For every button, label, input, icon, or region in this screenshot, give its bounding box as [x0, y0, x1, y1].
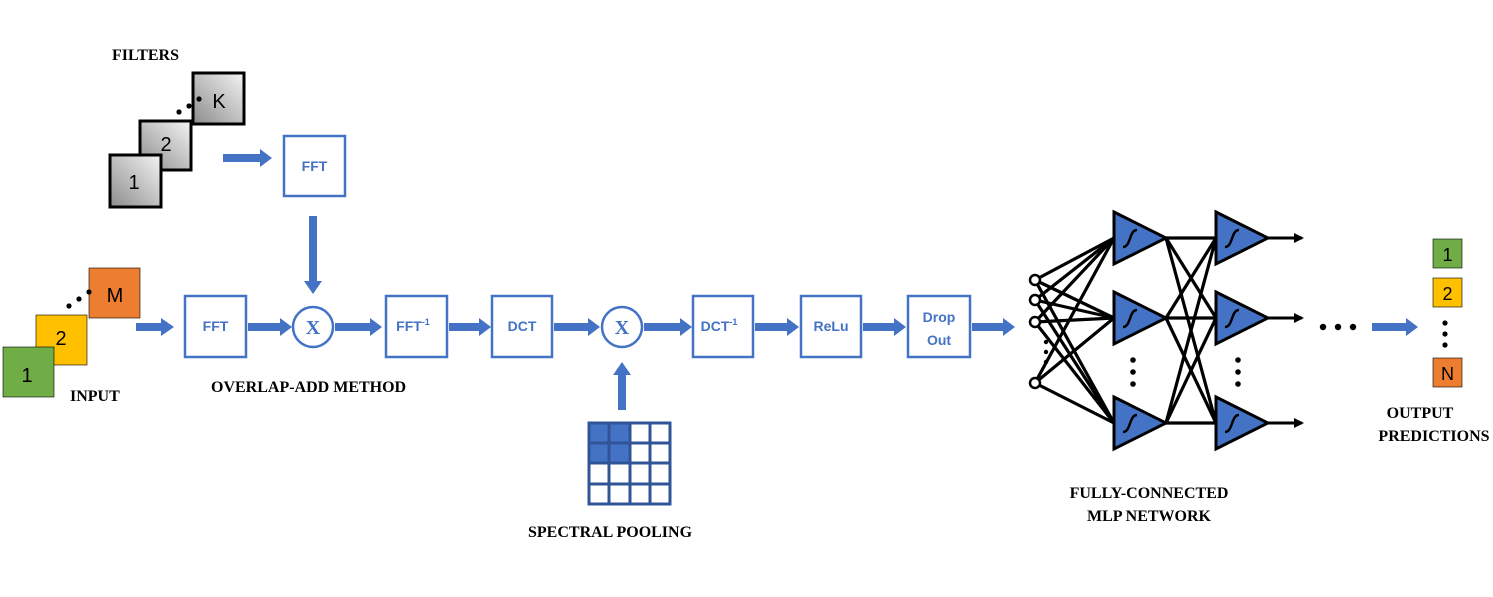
multiply-node-2-label: X — [615, 317, 630, 339]
dct-block — [490, 294, 554, 359]
input-2-label: 2 — [55, 328, 66, 350]
mlp-input-node — [1028, 315, 1042, 329]
filter-2-label: 2 — [160, 134, 171, 156]
mlp-input-ellipsis — [1043, 339, 1049, 365]
output-2-box — [1432, 277, 1463, 308]
neuron-icon — [1214, 209, 1272, 267]
overlap-add-label: OVERLAP-ADD METHOD — [211, 379, 406, 396]
filter-k-label: K — [212, 91, 226, 113]
mlp-input-node — [1028, 273, 1042, 287]
dropout-block — [906, 294, 972, 359]
mlp-input-node — [1028, 376, 1042, 390]
filters-label: FILTERS — [112, 47, 179, 64]
idct-label: DCT-1 — [701, 317, 738, 334]
neuron-icon — [1214, 394, 1272, 452]
input-1-label: 1 — [21, 365, 32, 387]
arrow-relu-to-dropout — [863, 318, 906, 336]
output-label-line1: OUTPUT — [1387, 405, 1454, 422]
layer-1-ellipsis — [1130, 357, 1136, 387]
filter-fft-label: FFT — [302, 158, 328, 174]
idct-block — [691, 294, 755, 359]
output-1-box — [1432, 238, 1463, 269]
mlp-input-node — [1028, 293, 1042, 307]
neuron-icon — [1214, 289, 1272, 347]
arrow-multiply-to-idct — [644, 318, 692, 336]
arrow-idct-to-relu — [755, 318, 799, 336]
output-n-label: N — [1441, 364, 1454, 384]
output-predictions: 1 2 N — [1432, 238, 1463, 388]
output-n-box — [1432, 357, 1463, 388]
mlp-layer-1 — [1112, 209, 1170, 452]
mlp-network — [1028, 209, 1357, 452]
arrow-filters-to-fft — [223, 149, 272, 167]
neuron-icon — [1112, 289, 1170, 347]
filter-1-square — [108, 153, 163, 209]
arrow-ifft-to-dct — [449, 318, 491, 336]
mlp-connections — [1033, 236, 1218, 425]
relu-label: ReLu — [814, 318, 849, 334]
spectral-pooling-grid — [587, 421, 672, 506]
output-2-label: 2 — [1442, 284, 1452, 304]
mlp-trailing-ellipsis — [1319, 323, 1357, 331]
spectral-pooling-label: SPECTRAL POOLING — [528, 524, 693, 541]
fc-label-line1: FULLY-CONNECTED — [1070, 485, 1229, 502]
ifft-block — [384, 294, 449, 359]
ifft-superscript: -1 — [422, 317, 430, 327]
input-label: INPUT — [70, 388, 120, 405]
input-stack: M 2 1 — [2, 267, 141, 398]
idct-superscript: -1 — [729, 317, 737, 327]
input-1-square — [2, 346, 55, 398]
output-1-label: 1 — [1442, 245, 1452, 265]
output-ellipsis — [1442, 320, 1448, 348]
arrow-mlp-to-outputs — [1372, 318, 1418, 336]
multiply-node-1-label: X — [306, 317, 321, 339]
arrow-input-to-fft — [136, 318, 174, 336]
fc-label-line2: MLP NETWORK — [1087, 508, 1212, 525]
dropout-label-line1: Drop — [923, 309, 956, 325]
filter-ellipsis-dots — [176, 96, 202, 115]
input-fft-label: FFT — [203, 318, 229, 334]
mlp-input-nodes — [1028, 273, 1042, 390]
mlp-layer-2 — [1214, 209, 1272, 452]
arrow-multiply-to-ifft — [335, 318, 382, 336]
multiply-node-2 — [600, 305, 644, 349]
input-m-label: M — [107, 285, 124, 307]
input-fft-block — [183, 294, 248, 359]
filter-stack: K 2 1 — [108, 71, 246, 209]
input-ellipsis-dots — [66, 289, 92, 309]
arrow-fft-to-multiply — [248, 318, 292, 336]
ifft-label: FFT-1 — [396, 317, 430, 334]
mlp-output-arrows — [1268, 233, 1304, 428]
multiply-node-1 — [291, 305, 335, 349]
neuron-icon — [1112, 209, 1170, 267]
dct-label: DCT — [508, 318, 537, 334]
arrow-dropout-to-mlp — [972, 318, 1015, 336]
filter-1-label: 1 — [128, 172, 139, 194]
input-m-square — [88, 267, 141, 319]
arrow-fft-down — [304, 216, 322, 294]
layer-2-ellipsis — [1235, 357, 1241, 387]
neuron-icon — [1112, 394, 1170, 452]
filter-fft-block — [282, 134, 347, 198]
dropout-label-line2: Out — [927, 332, 951, 348]
relu-block — [799, 294, 863, 359]
arrow-pooling-up — [613, 362, 631, 410]
arrow-dct-to-multiply — [554, 318, 600, 336]
output-label-line2: PREDICTIONS — [1378, 428, 1489, 445]
